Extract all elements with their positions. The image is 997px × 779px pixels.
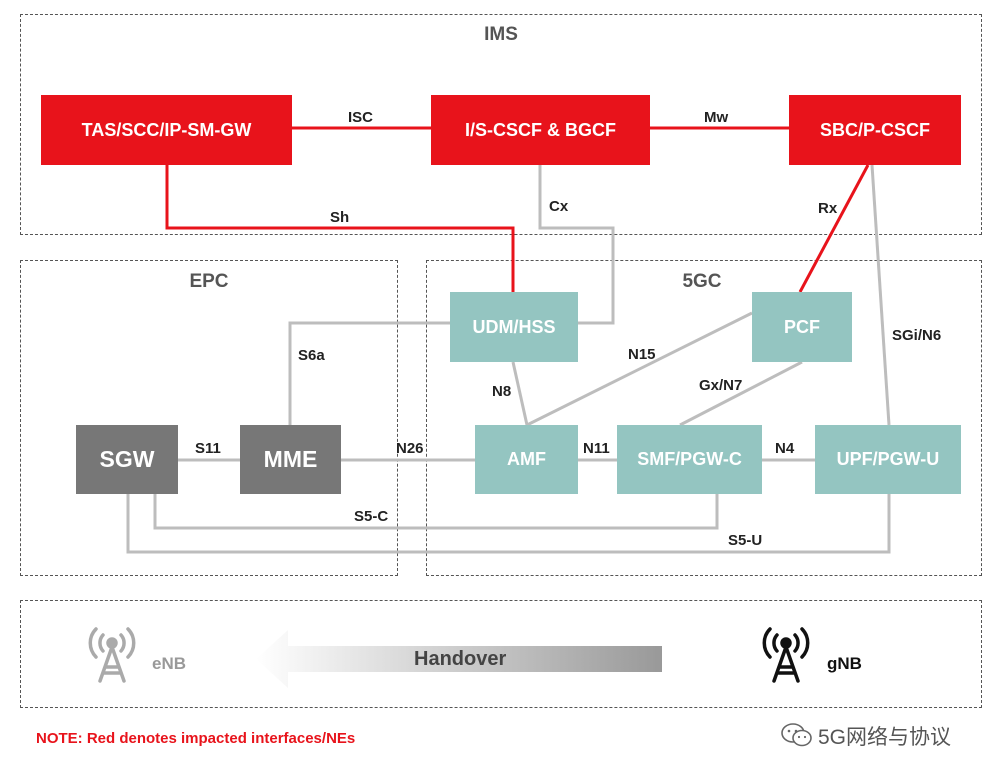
gx-n7-line [679,360,803,427]
s6a-label: S6a [298,347,325,364]
n15-label: N15 [628,346,656,363]
pcf-node: PCF [752,292,852,362]
enb-antenna-icon [88,627,136,683]
s5c-line [153,494,719,530]
cx-line [538,165,615,325]
n8-line [511,361,529,426]
n26-label: N26 [396,440,424,457]
rx-line [798,164,870,293]
isc-label: ISC [348,109,374,126]
ims-zone [20,14,982,235]
impact-note: NOTE: Red denotes impacted interfaces/NE… [36,730,356,747]
sbc-p-cscf-node: SBC/P-CSCF [789,95,961,165]
s5u-line [126,494,891,554]
ims-zone-title: IMS [484,24,518,45]
sh-line [165,165,515,292]
n4-label: N4 [775,440,795,457]
handover-arrow [256,630,662,688]
n8-label: N8 [492,383,512,400]
s5u-label: S5-U [728,532,763,549]
sh-label: Sh [330,209,350,226]
sgw-node: SGW [76,425,178,494]
gnb-label: gNB [827,654,862,673]
mw-label: Mw [704,109,729,126]
ran-zone [20,600,982,708]
epc-zone-title: EPC [189,271,229,292]
enb-label: eNB [152,654,187,673]
5gc-zone [426,260,982,576]
gx-n7-label: Gx/N7 [699,377,743,394]
gnb-antenna-icon [762,627,810,683]
sgi-n6-label: SGi/N6 [892,327,942,344]
s11-label: S11 [195,440,221,457]
tas-scc-ip-sm-gw-node: TAS/SCC/IP-SM-GW [41,95,292,165]
mme-node: MME [240,425,341,494]
n11-label: N11 [583,440,610,457]
s6a-line [288,321,450,425]
n15-line [526,311,753,427]
epc-zone [20,260,398,576]
s5c-label: S5-C [354,508,389,525]
udm-hss-node: UDM/HSS [450,292,578,362]
rx-label: Rx [818,200,838,217]
5gc-zone-title: 5GC [682,271,722,292]
cx-label: Cx [549,198,569,215]
upf-pgw-u-node: UPF/PGW-U [815,425,961,494]
i-s-cscf-bgcf-node: I/S-CSCF & BGCF [431,95,650,165]
sgi-n6-line [870,164,891,426]
handover-label: Handover [414,648,507,670]
smf-pgw-c-node: SMF/PGW-C [617,425,762,494]
amf-node: AMF [475,425,578,494]
watermark-text: 5G网络与协议 [818,726,952,749]
wechat-icon [781,723,812,747]
